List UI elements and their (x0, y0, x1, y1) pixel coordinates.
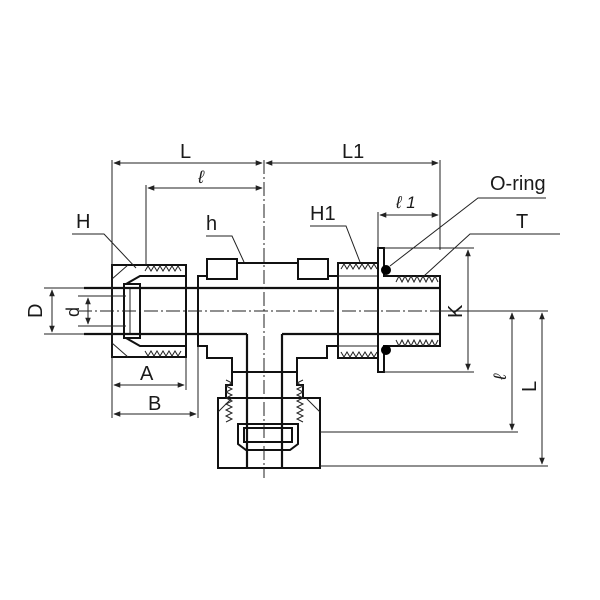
label-oring: O-ring (490, 173, 546, 195)
right-stud-thread-bottom (395, 338, 439, 348)
branch-ferrule-seat (243, 427, 293, 443)
label-l1: ℓ 1 (395, 193, 416, 212)
label-A: A (140, 363, 154, 385)
label-L-right: L (519, 381, 541, 392)
branch-thread-right (295, 379, 305, 423)
oring-seal-top (381, 265, 391, 275)
label-h: h (206, 213, 217, 235)
right-nut-thread-top (340, 263, 378, 270)
leader-H1 (310, 225, 361, 263)
label-T: T (516, 211, 528, 233)
label-l-right: ℓ (490, 373, 510, 381)
label-D: D (25, 304, 47, 318)
left-nut-chamfer-top (111, 264, 129, 280)
leader-T (423, 233, 560, 277)
branch-thread-left (224, 379, 234, 423)
label-K: K (445, 304, 467, 318)
tee-body-right-lug (297, 258, 329, 280)
left-nut-thread-bottom (144, 350, 182, 357)
label-H: H (76, 211, 90, 233)
label-L1-top: L1 (342, 141, 364, 163)
label-L-top: L (180, 141, 191, 163)
leader-oring (389, 197, 546, 267)
branch-nut-chamfer-right (305, 397, 321, 413)
left-nut-thread-top (144, 265, 182, 272)
oring-seal-bottom (381, 345, 391, 355)
right-nut-thread-bottom (340, 351, 378, 358)
label-H1: H1 (310, 203, 336, 225)
left-nut-chamfer-bottom (111, 342, 129, 358)
leader-H (72, 233, 137, 269)
leader-h (206, 235, 245, 263)
right-stud-thread-top (395, 274, 439, 284)
label-l-top: ℓ (197, 167, 205, 187)
tee-body-left-lug (206, 258, 238, 280)
label-d: d (63, 307, 83, 317)
label-B: B (148, 393, 161, 415)
